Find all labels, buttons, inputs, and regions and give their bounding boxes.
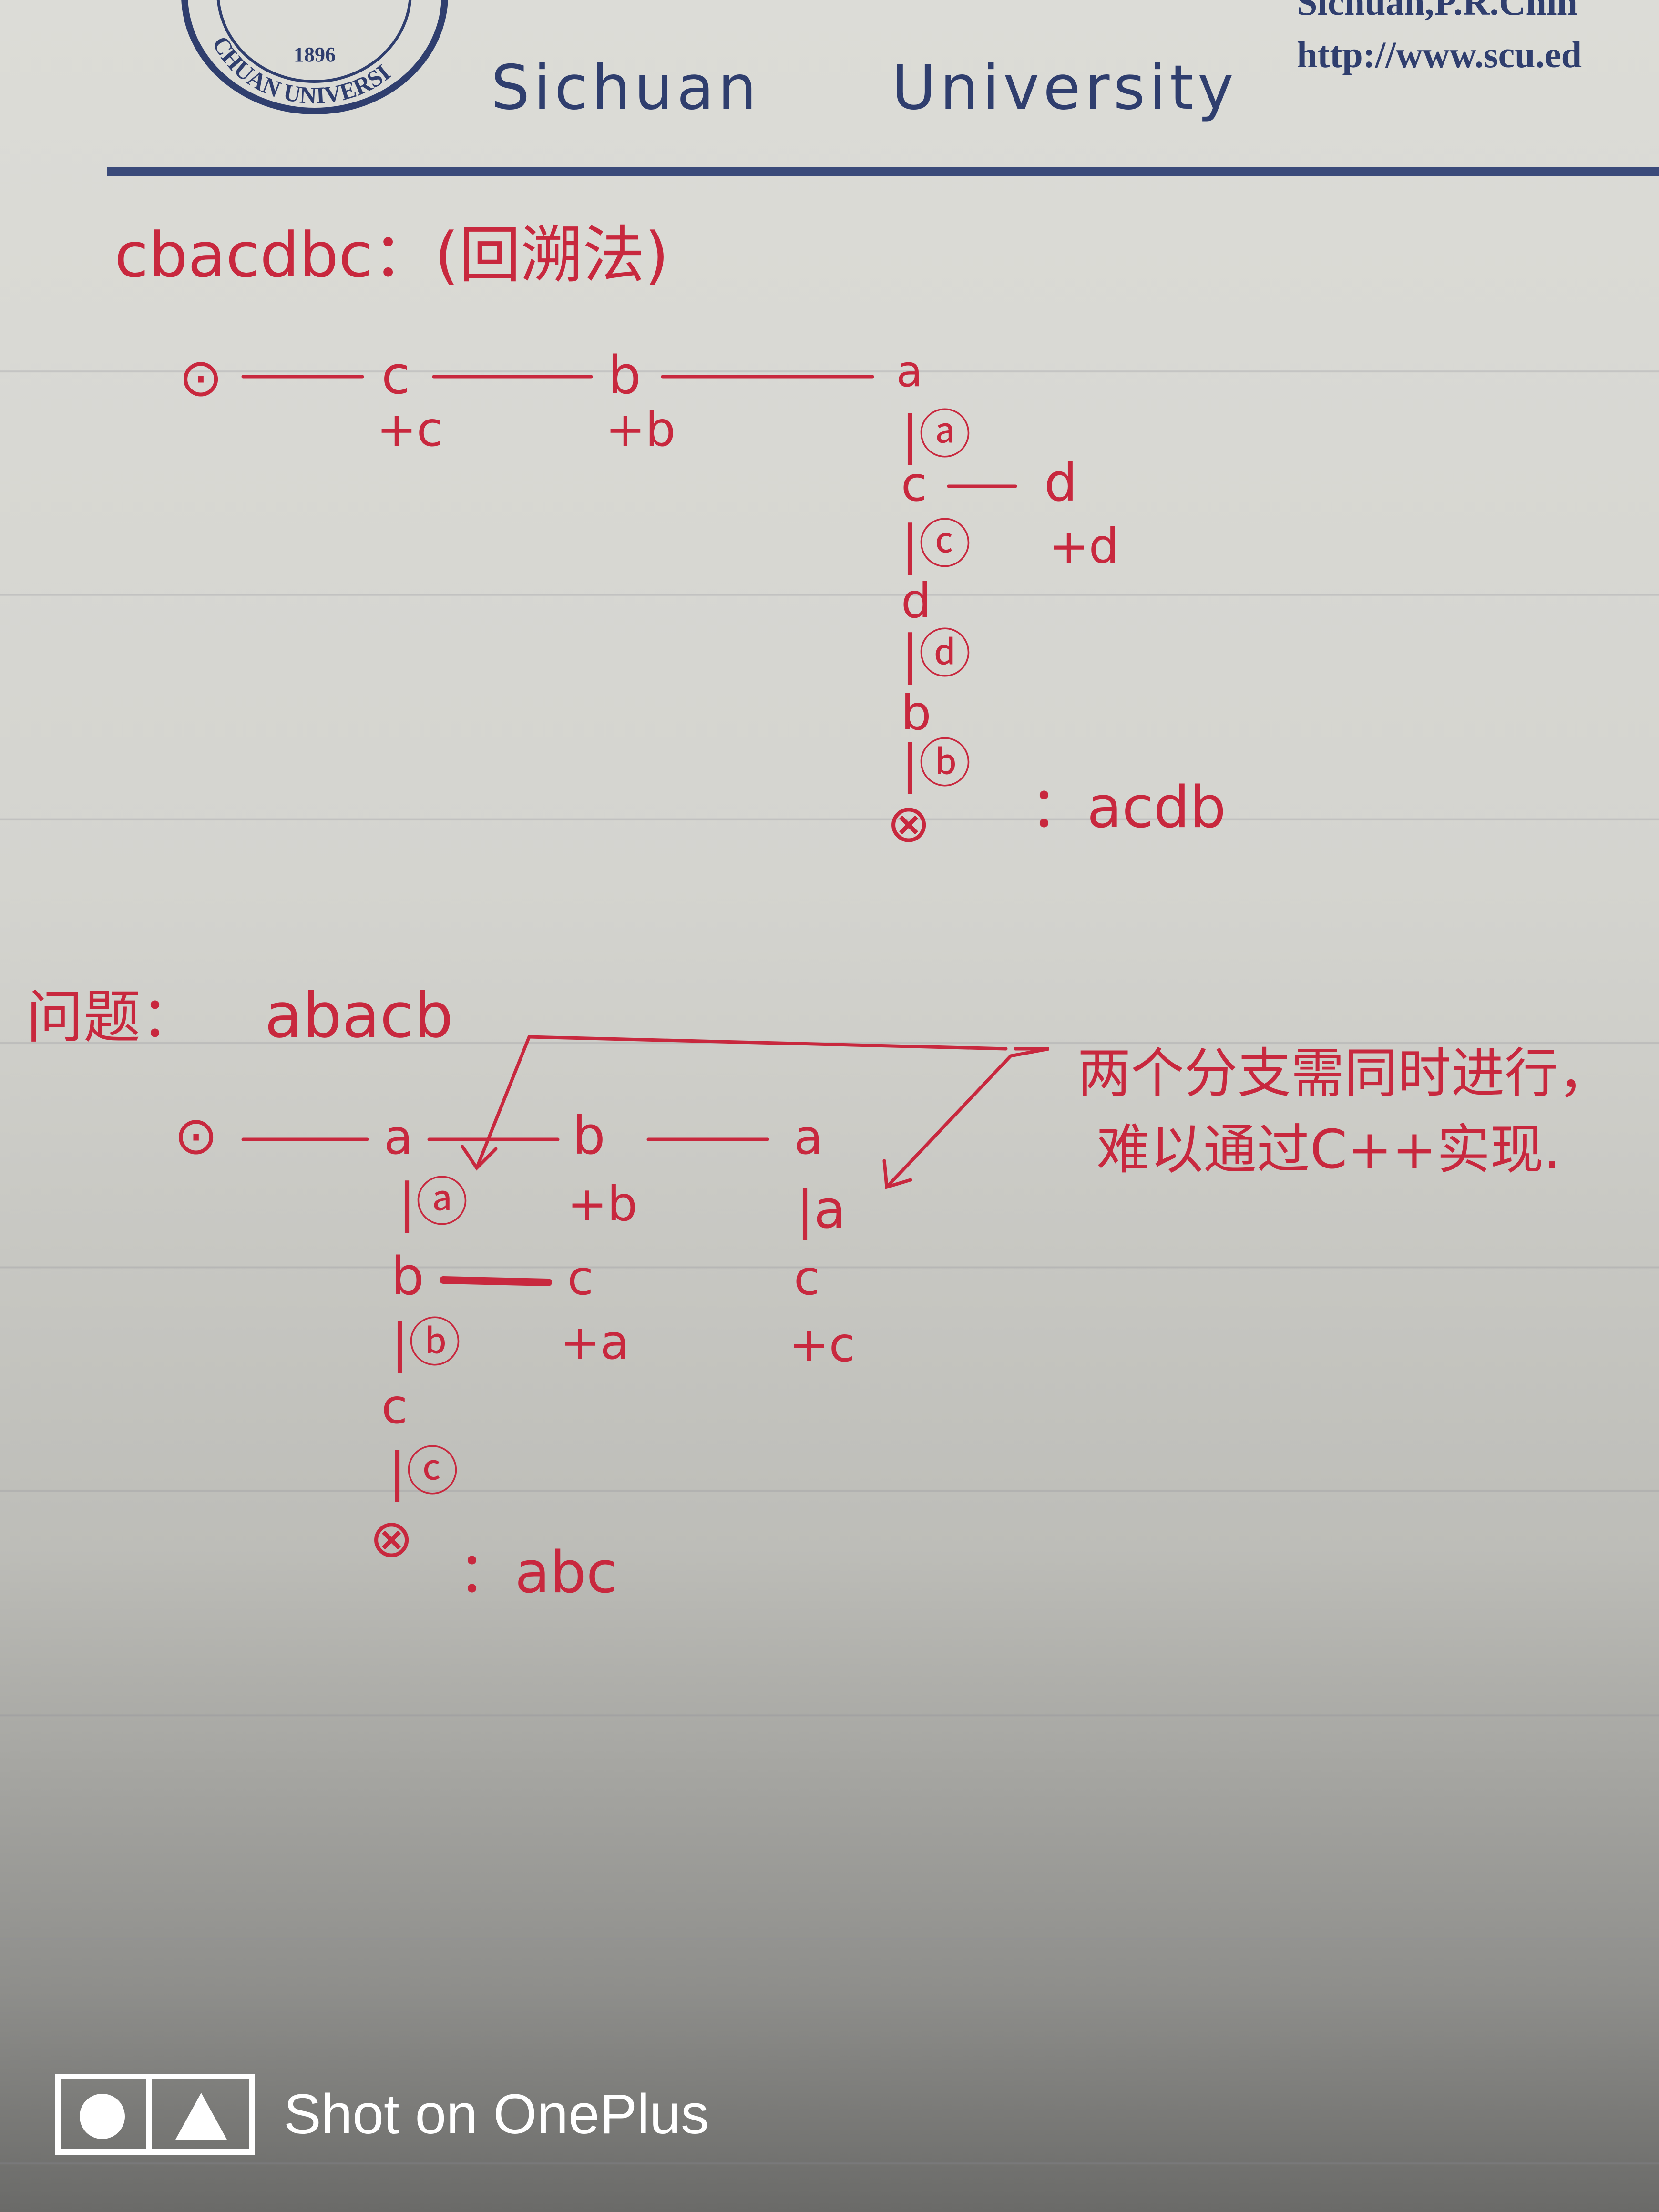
section1-heading: cbacdbc：(回溯法) xyxy=(114,219,669,291)
node: |ⓐ xyxy=(901,404,971,466)
node: |a xyxy=(796,1179,846,1240)
node: b xyxy=(572,1105,605,1166)
section1-start-symbol: ⊙ xyxy=(179,347,223,408)
node-label: +a xyxy=(560,1314,629,1370)
node-label: +c xyxy=(789,1317,855,1372)
node: |ⓑ xyxy=(901,733,971,795)
node: |ⓒ xyxy=(901,514,971,575)
edge xyxy=(440,1276,552,1286)
node: |ⓐ xyxy=(398,1172,468,1233)
section2-result: ：abc xyxy=(458,1540,618,1606)
section2-start-symbol: ⊙ xyxy=(174,1105,218,1166)
node: b xyxy=(901,685,931,741)
letterhead-sichuan: Sichuan xyxy=(491,52,760,123)
node: a xyxy=(384,1109,413,1165)
node: c xyxy=(381,1379,408,1434)
node: a xyxy=(896,347,922,397)
camera-watermark: Shot on OnePlus xyxy=(55,2069,709,2160)
node: |ⓑ xyxy=(391,1312,461,1374)
branch-arrow-left xyxy=(475,1035,1008,1170)
node: c xyxy=(381,345,410,406)
letterhead-university: University xyxy=(891,52,1238,123)
section2: 问题： abacb ⊙ a b a 两个分支需同时进行， 难以通过C++实现. … xyxy=(26,979,1611,1606)
seal-ring-text: CHUAN UNIVERSI xyxy=(207,32,395,108)
header-rule xyxy=(107,167,1659,176)
letterhead-address: Sichuan,P.R.Chin xyxy=(1297,0,1577,23)
logo-circle-icon xyxy=(80,2094,125,2139)
node-label: +d xyxy=(1049,518,1119,574)
node: b xyxy=(391,1246,424,1307)
arrowhead-right xyxy=(882,1159,912,1189)
section2-end-symbol: ⊗ xyxy=(369,1508,413,1569)
logo-divider xyxy=(146,2079,152,2149)
section2-annotation-line1: 两个分支需同时进行， xyxy=(1077,1043,1611,1105)
node: a xyxy=(794,1109,823,1165)
section1-result: ：acdb xyxy=(1030,775,1226,841)
section2-heading-label: 问题： xyxy=(26,984,198,1051)
section2-annotation-line2: 难以通过C++实现. xyxy=(1096,1119,1561,1181)
logo-triangle-icon xyxy=(175,2093,227,2140)
node: d xyxy=(1044,452,1077,513)
node-label: +b xyxy=(605,401,676,457)
node-label: +b xyxy=(567,1176,637,1232)
node: |ⓒ xyxy=(389,1441,459,1503)
branch-arrow-right xyxy=(885,1047,1049,1189)
section2-heading-value: abacb xyxy=(265,979,453,1052)
node: d xyxy=(901,573,931,629)
node: c xyxy=(794,1250,820,1306)
node: c xyxy=(901,456,927,512)
node: b xyxy=(608,345,641,406)
node-label: +c xyxy=(377,401,443,457)
arrowhead-left xyxy=(461,1145,498,1171)
node: |ⓓ xyxy=(901,624,971,685)
watermark-text: Shot on OnePlus xyxy=(284,2083,709,2146)
node: c xyxy=(567,1250,594,1306)
letterhead-url: http://www.scu.ed xyxy=(1297,34,1582,75)
oneplus-camera-logo-icon xyxy=(55,2074,255,2155)
seal-year: 1896 xyxy=(294,43,336,66)
section1: cbacdbc：(回溯法) ⊙ c +c b +b a |ⓐ c d +d |ⓒ… xyxy=(114,219,1226,854)
section1-end-symbol: ⊗ xyxy=(887,793,931,854)
